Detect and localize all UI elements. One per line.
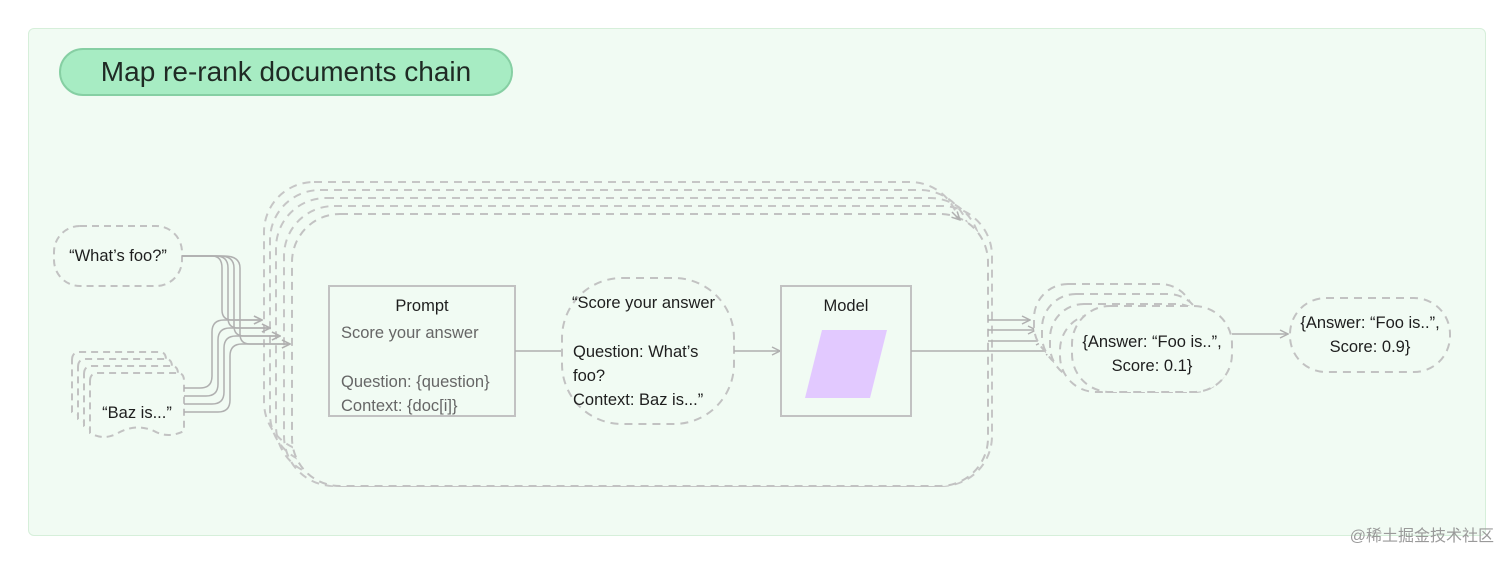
answer-stack-line-1: {Answer: “Foo is..”, — [1082, 333, 1222, 351]
filled-prompt-line-1: “Score your answer — [572, 294, 716, 312]
filled-prompt-line-2: Question: What’s — [573, 343, 699, 361]
model-shape — [805, 330, 887, 398]
docs-node-label: “Baz is...” — [102, 404, 172, 422]
prompt-title: Prompt — [395, 297, 449, 315]
final-answer-line-1: {Answer: “Foo is..”, — [1300, 314, 1440, 332]
answer-stack — [1033, 283, 1233, 393]
question-arrows — [182, 255, 290, 344]
filled-prompt-line-4: Context: Baz is...” — [573, 391, 704, 409]
watermark: @稀土掘金技术社区 — [1349, 528, 1494, 545]
question-node-label: “What’s foo?” — [69, 247, 167, 265]
filled-prompt-line-3: foo? — [573, 367, 606, 385]
diagram-title: Map re-rank documents chain — [59, 48, 513, 96]
answer-stack-line-2: Score: 0.1} — [1111, 357, 1193, 375]
prompt-line-1: Score your answer — [341, 324, 479, 342]
final-answer-line-2: Score: 0.9} — [1329, 338, 1411, 356]
prompt-line-3: Context: {doc[i]} — [341, 397, 458, 415]
model-title: Model — [823, 297, 869, 315]
prompt-box — [328, 285, 516, 417]
document-arrows — [184, 320, 290, 413]
documents-stack — [71, 351, 185, 438]
final-answer-node — [1289, 297, 1451, 373]
chain-output-arrows — [952, 212, 1054, 351]
prompt-line-2: Question: {question} — [341, 373, 490, 391]
